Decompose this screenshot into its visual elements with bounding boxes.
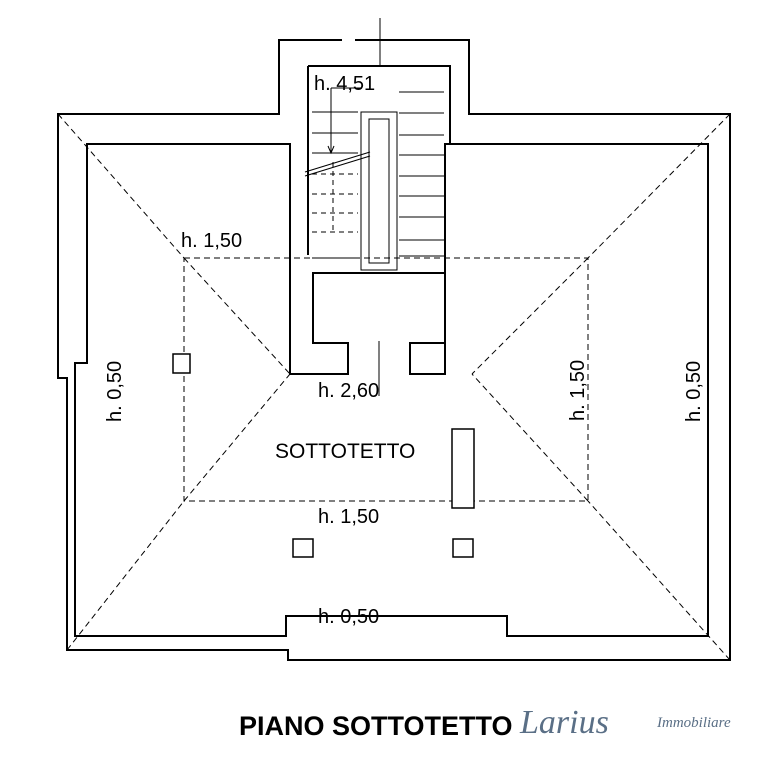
height-label-center: h. 2,60 (318, 380, 379, 402)
brand-tagline: Immobiliare (656, 715, 731, 731)
skylight (451, 428, 475, 509)
roof-hip-lines (57, 113, 731, 661)
plan-title: PIANO SOTTOTETTO (239, 711, 513, 741)
height-label-bottom-outer: h. 0,50 (318, 606, 379, 628)
height-label-bottom-inner: h. 1,50 (318, 506, 379, 528)
height-label-right-inner: h. 1,50 (567, 360, 589, 421)
height-label-stair: h. 4,51 (314, 73, 375, 95)
room-label: SOTTOTETTO (275, 440, 415, 463)
height-label-top-inner: h. 1,50 (181, 230, 242, 252)
outer-wall (57, 39, 731, 661)
vent-square (292, 538, 314, 558)
height-label-right-outer: h. 0,50 (683, 361, 705, 422)
stair-shaft (308, 65, 451, 144)
stair-treads (304, 87, 444, 271)
brand-name: Larius (519, 704, 609, 741)
vent-square (172, 353, 191, 374)
brand-logo: Larius Immobiliare (519, 704, 731, 741)
inner-wall (74, 143, 709, 637)
height-label-left-outer: h. 0,50 (104, 361, 126, 422)
vent-square (452, 538, 474, 558)
